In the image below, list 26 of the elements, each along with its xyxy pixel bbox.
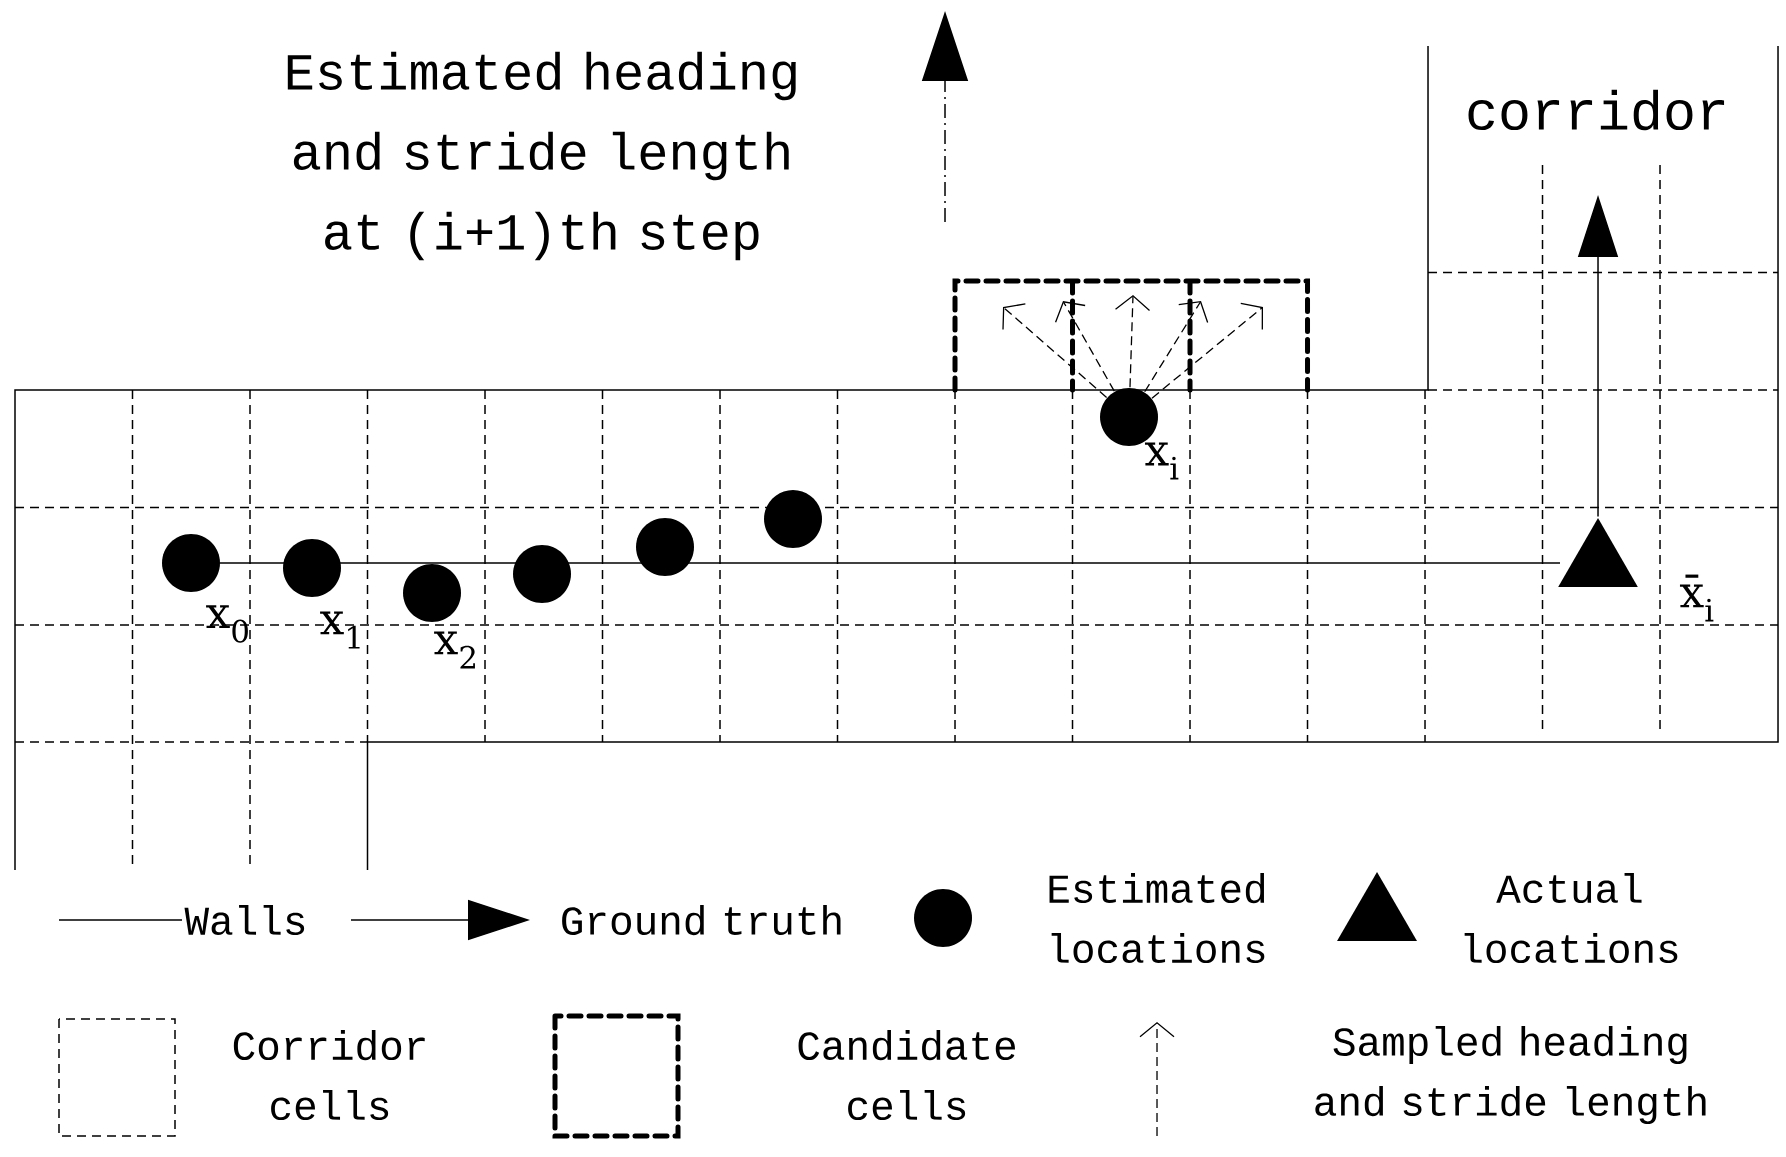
legend-text: Estimated locations <box>1049 872 1265 964</box>
location-dot <box>403 564 461 622</box>
sampled-heading-arrow <box>1114 295 1151 388</box>
location-dot <box>513 545 571 603</box>
point-label: x$_{i}$ <box>1144 442 1179 480</box>
sampled-heading-arrow <box>1144 301 1209 393</box>
point-label: x$_{2}$ <box>434 631 475 669</box>
legend-text: Sampled heading and stride length <box>1315 1025 1706 1125</box>
point-label: x$_{1}$ <box>320 611 360 649</box>
point-label: x̄$_{i}$ <box>1679 574 1714 622</box>
annotation-text: Estimated heading and stride length at (i+1)th step <box>287 51 796 261</box>
location-dot <box>162 534 220 592</box>
sampled-heading-arrow <box>1002 303 1108 399</box>
location-dot <box>764 490 822 548</box>
legend-text: Ground truth <box>562 904 841 936</box>
corridor-label: corridor <box>1468 89 1725 131</box>
legend-text: Actual locations <box>1464 872 1678 964</box>
location-dot <box>636 518 694 576</box>
point-label: x$_{0}$ <box>206 605 248 643</box>
legend-text: Walls <box>184 904 305 936</box>
sampled-heading-arrow <box>1151 302 1263 399</box>
legend-text: Candidate cells <box>798 1029 1015 1121</box>
location-triangle <box>1558 518 1638 587</box>
legend-text: Corridor cells <box>233 1029 425 1121</box>
location-dot <box>283 539 341 597</box>
sampled-heading-arrow <box>1054 301 1115 392</box>
